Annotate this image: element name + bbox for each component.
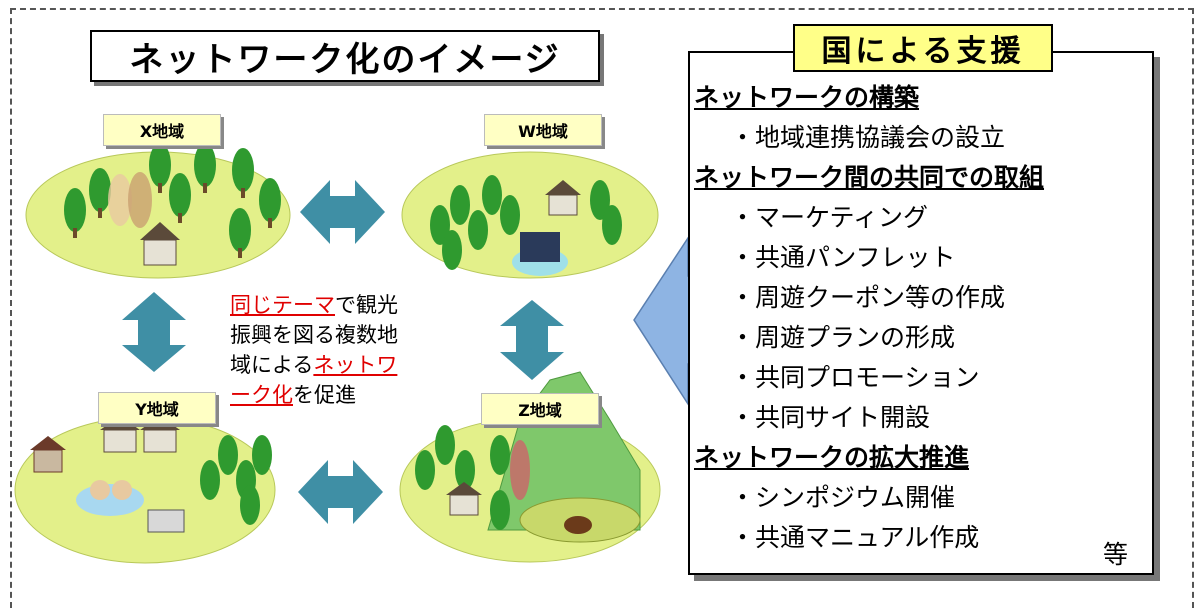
trees-y [200,435,272,525]
network-scene [14,143,719,564]
support-item: ・地域連携協議会の設立 [730,123,1006,152]
support-item: ・周遊プランの形成 [730,323,956,352]
region-label-y: Y地域 [98,392,216,424]
house-w [545,180,581,216]
trees-w [430,175,622,270]
horse-z [564,516,592,534]
support-item: ・共通マニュアル作成 [730,523,980,552]
support-item: ・共同サイト開設 [730,403,931,432]
desc-black-1: で観光 [335,293,398,317]
desc-line-2: 振興を図る複数地 [230,320,455,350]
house-x [140,222,180,266]
region-label-z: Z地域 [481,393,599,425]
support-title: 国による支援 [793,24,1053,72]
festival-w [512,232,568,276]
support-heading-1: ネットワークの構築 [694,83,920,112]
network-description: 同じテーマで観光 振興を図る複数地 域によるネットワ ーク化を促進 [230,290,455,410]
trees-x [64,143,281,258]
region-w-oval [401,151,659,279]
desc-red-4: ーク化 [230,383,293,407]
building-y [147,509,185,533]
support-panel [688,51,1154,575]
houses-y [100,416,180,453]
support-heading-3: ネットワークの拡大推進 [694,443,970,472]
trees-z [415,425,510,530]
desc-line-1: 同じテーマで観光 [230,290,455,320]
support-item: ・周遊クーポン等の作成 [730,283,1006,312]
tourists-x [108,172,152,228]
support-item: ・マーケティング [730,203,929,232]
region-label-w: W地域 [484,114,602,146]
arrow-x-w [300,180,385,244]
support-suffix: 等 [1103,540,1129,569]
dashed-frame [10,8,1194,608]
support-list: ネットワークの構築 ・地域連携協議会の設立 ネットワーク間の共同での取組 ・マー… [694,78,1144,558]
support-heading-2: ネットワーク間の共同での取組 [694,163,1045,192]
desc-black-2: 振興を図る複数地 [230,323,398,347]
arrow-x-y [122,292,186,372]
inn-y [30,436,66,473]
support-item: ・共同プロモーション [730,363,980,392]
arrow-w-z [500,300,564,380]
house-z [446,482,482,516]
desc-red-1: 同じテーマ [230,293,335,317]
hot-spring-y [76,480,144,516]
support-item: ・共通パンフレット [730,243,956,272]
desc-line-4: ーク化を促進 [230,380,455,410]
desc-line-3: 域によるネットワ [230,350,455,380]
desc-black-4: を促進 [293,383,356,407]
desc-red-3: ネットワ [313,353,398,377]
person-z [510,440,530,500]
region-label-x: X地域 [103,114,221,146]
arrow-y-z [298,460,383,524]
support-item: ・シンポジウム開催 [730,483,956,512]
desc-black-3: 域による [230,353,314,377]
diagram-title: ネットワーク化のイメージ [90,30,600,82]
